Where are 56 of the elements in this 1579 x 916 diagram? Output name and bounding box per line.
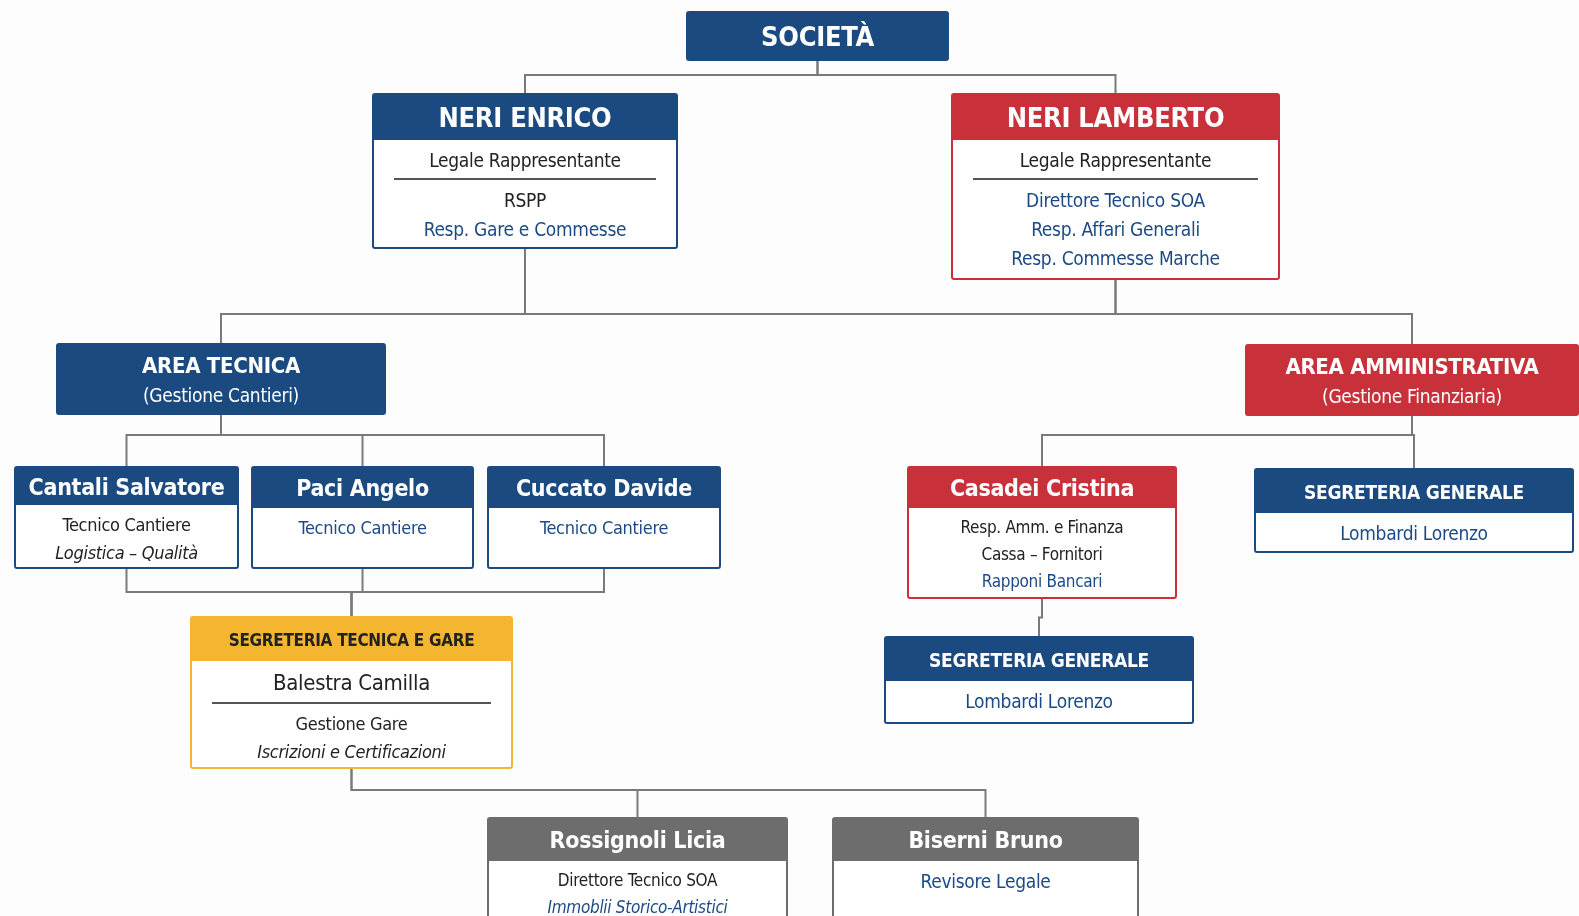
role-text: Direttore Tecnico SOA [1026,187,1205,213]
role-text: Tecnico Cantiere [298,516,427,540]
area-title: AREA TECNICA [142,352,300,380]
role-text: Rapponi Bancari [981,570,1103,593]
connector-line [1038,598,1043,637]
area-title: AREA AMMINISTRATIVA [1285,353,1539,381]
box-header: Rossignoli Licia [489,819,786,861]
role-text: Immoblii Storico-Artistici [547,896,728,916]
org-chart-box [951,93,1280,280]
box-header: NERI LAMBERTO [953,95,1278,140]
connector-line [1411,415,1415,469]
role-text: Resp. Gare e Commesse [423,216,627,242]
org-chart-box [832,817,1139,916]
org-chart-box [487,466,721,569]
role-text: Legale Rappresentante [1019,148,1212,173]
role-text: Direttore Tecnico SOA [557,869,718,892]
org-chart-box [372,93,678,249]
connector-line [350,568,605,617]
box-header: Cuccato Davide [489,468,719,508]
box-header: NERI ENRICO [374,95,676,140]
box-header: Cantali Salvatore [16,468,237,505]
box-header: SEGRETERIA GENERALE [1256,470,1572,513]
box-header: Casadei Cristina [909,468,1175,508]
org-chart-box [190,616,513,769]
connector-line [816,60,1117,94]
connector-line [350,768,987,818]
area-subtitle: (Gestione Cantieri) [143,383,299,408]
role-text: Tecnico Cantiere [539,516,669,540]
box-header: Paci Angelo [253,468,472,508]
org-chart-box [487,817,788,916]
role-text: Cassa – Fornitori [981,543,1103,566]
role-text: RSPP [503,187,547,213]
org-chart-box [884,636,1194,724]
role-text: Resp. Commesse Marche [1011,245,1220,271]
role-text: Revisore Legale [920,869,1051,894]
role-text: Logistica – Qualità [55,541,198,565]
role-text: Lombardi Lorenzo [965,689,1113,714]
role-text: Lombardi Lorenzo [1340,521,1488,546]
connector-line [1114,279,1413,345]
org-chart-box [251,466,474,569]
role-text: Resp. Affari Generali [1031,216,1200,242]
box-header: SEGRETERIA GENERALE [886,638,1192,681]
org-chart-box [1254,468,1574,553]
role-text: Gestione Gare [295,711,408,736]
box-header: Biserni Bruno [834,819,1137,861]
org-chart-box [1245,344,1579,416]
org-chart-box [56,343,386,415]
role-text: Legale Rappresentante [429,148,621,173]
org-chart-box [14,466,239,569]
area-subtitle: (Gestione Finanziaria) [1322,384,1502,409]
role-text: Iscrizioni e Certificazioni [257,739,446,764]
person-name: Balestra Camilla [272,669,431,697]
role-text: Resp. Amm. e Finanza [960,516,1124,539]
box-header: SEGRETERIA TECNICA E GARE [192,618,511,661]
role-text: Tecnico Cantiere [62,513,191,537]
org-chart-box [907,466,1177,599]
